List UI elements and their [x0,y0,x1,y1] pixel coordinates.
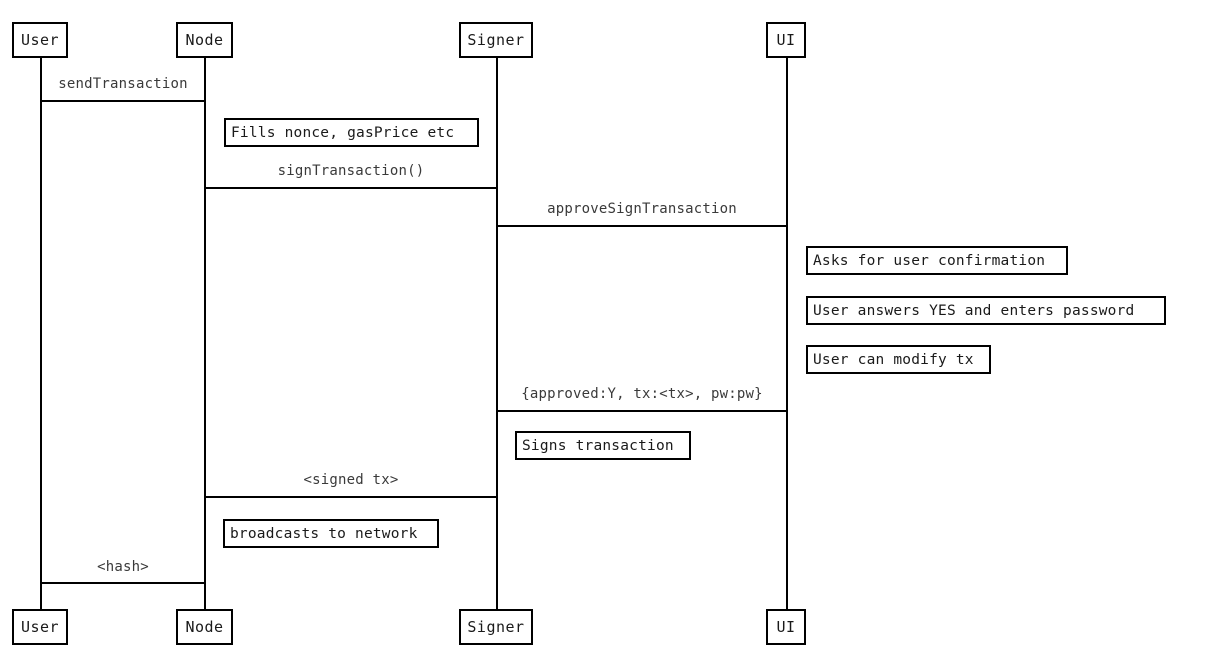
node-activation-1 [204,100,218,187]
message-line-m5 [204,496,498,498]
message-label-m3: approveSignTransaction [547,201,737,217]
note-n2: Asks for user confirmation [806,246,1068,275]
participant-head-user[interactable]: User [12,22,68,58]
message-line-m6 [40,582,206,584]
signer-activation-3 [496,410,510,496]
note-n5: Signs transaction [515,431,691,460]
participant-foot-ui[interactable]: UI [766,609,806,645]
message-label-m6: <hash> [97,559,149,575]
message-line-m2 [204,187,498,189]
participant-head-signer[interactable]: Signer [459,22,533,58]
node-activation-3 [204,496,218,582]
user-activation [40,100,54,582]
participant-head-ui[interactable]: UI [766,22,806,58]
signer-activation-1 [496,187,510,225]
message-line-m4 [496,410,788,412]
participant-head-node[interactable]: Node [176,22,233,58]
participant-foot-signer[interactable]: Signer [459,609,533,645]
message-label-m5: <signed tx> [303,472,399,488]
note-n1: Fills nonce, gasPrice etc [224,118,479,147]
participant-foot-user[interactable]: User [12,609,68,645]
message-label-m4: {approved:Y, tx:<tx>, pw:pw} [521,386,763,402]
node-activation-2 [204,187,218,496]
note-n6: broadcasts to network [223,519,439,548]
note-n4: User can modify tx [806,345,991,374]
ui-activation [786,225,800,410]
signer-activation-2 [496,225,510,410]
note-n3: User answers YES and enters password [806,296,1166,325]
message-line-m1 [40,100,206,102]
message-label-m2: signTransaction() [277,163,425,179]
message-line-m3 [496,225,788,227]
message-label-m1: sendTransaction [58,76,188,92]
participant-foot-node[interactable]: Node [176,609,233,645]
